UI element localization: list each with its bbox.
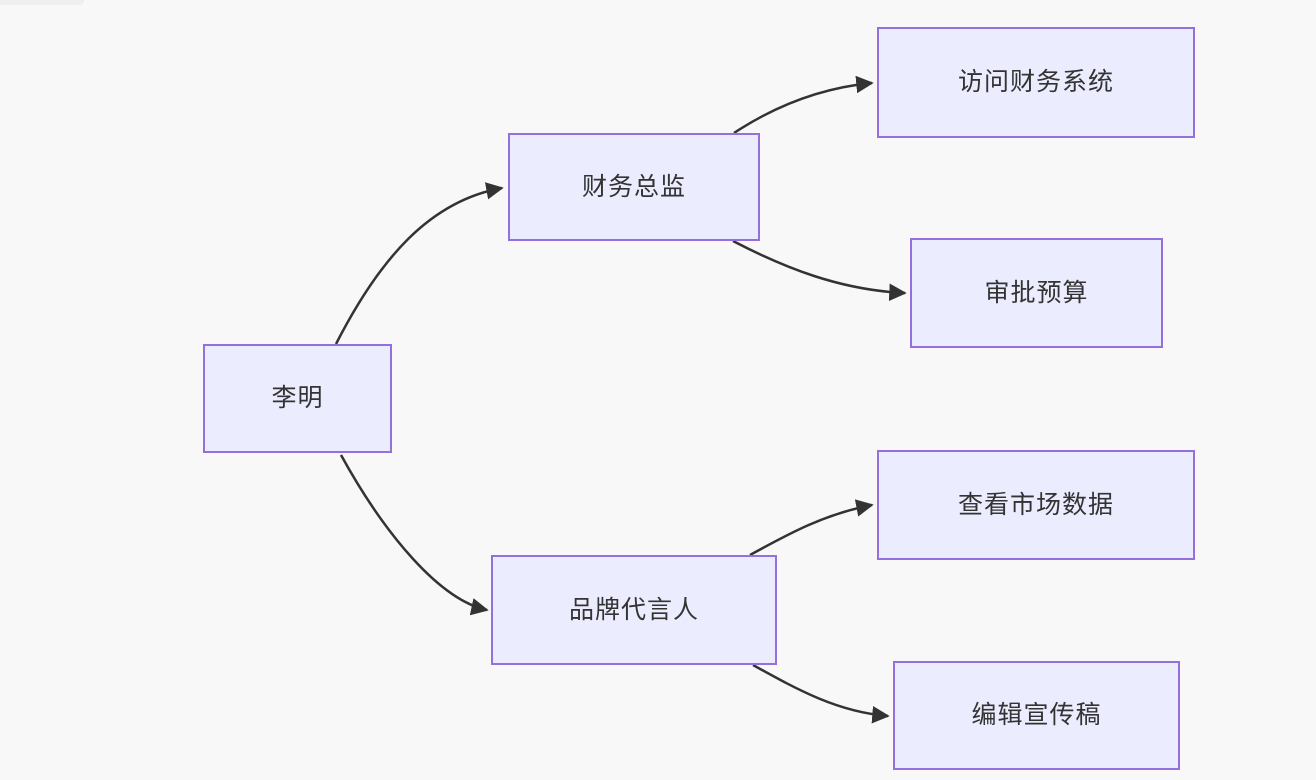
node-edit-promo-draft: 编辑宣传稿 <box>893 661 1180 770</box>
node-li-ming: 李明 <box>203 344 392 453</box>
node-approve-budget-label: 审批预算 <box>984 278 1089 307</box>
window-artifact <box>0 0 84 5</box>
node-finance-director: 财务总监 <box>508 133 760 241</box>
edge-brand-spokesperson-to-view-market-data <box>749 499 874 557</box>
edge-finance-director-to-access-finance-system <box>733 75 874 135</box>
edge-li-ming-to-finance-director <box>334 182 504 345</box>
node-brand-spokesperson: 品牌代言人 <box>491 555 777 665</box>
edge-brand-spokesperson-to-edit-promo-draft <box>752 663 890 724</box>
node-view-market-data: 查看市场数据 <box>877 450 1195 560</box>
node-edit-promo-draft-label: 编辑宣传稿 <box>971 701 1102 729</box>
node-li-ming-label: 李明 <box>271 384 324 412</box>
node-access-finance-system-label: 访问财务系统 <box>957 68 1114 96</box>
node-view-market-data-label: 查看市场数据 <box>957 490 1114 519</box>
edge-li-ming-to-brand-spokesperson <box>339 454 489 616</box>
node-finance-director-label: 财务总监 <box>581 172 686 201</box>
edge-finance-director-to-approve-budget <box>732 239 907 302</box>
node-brand-spokesperson-label: 品牌代言人 <box>568 595 699 624</box>
node-access-finance-system: 访问财务系统 <box>877 27 1195 138</box>
node-approve-budget: 审批预算 <box>910 238 1163 348</box>
